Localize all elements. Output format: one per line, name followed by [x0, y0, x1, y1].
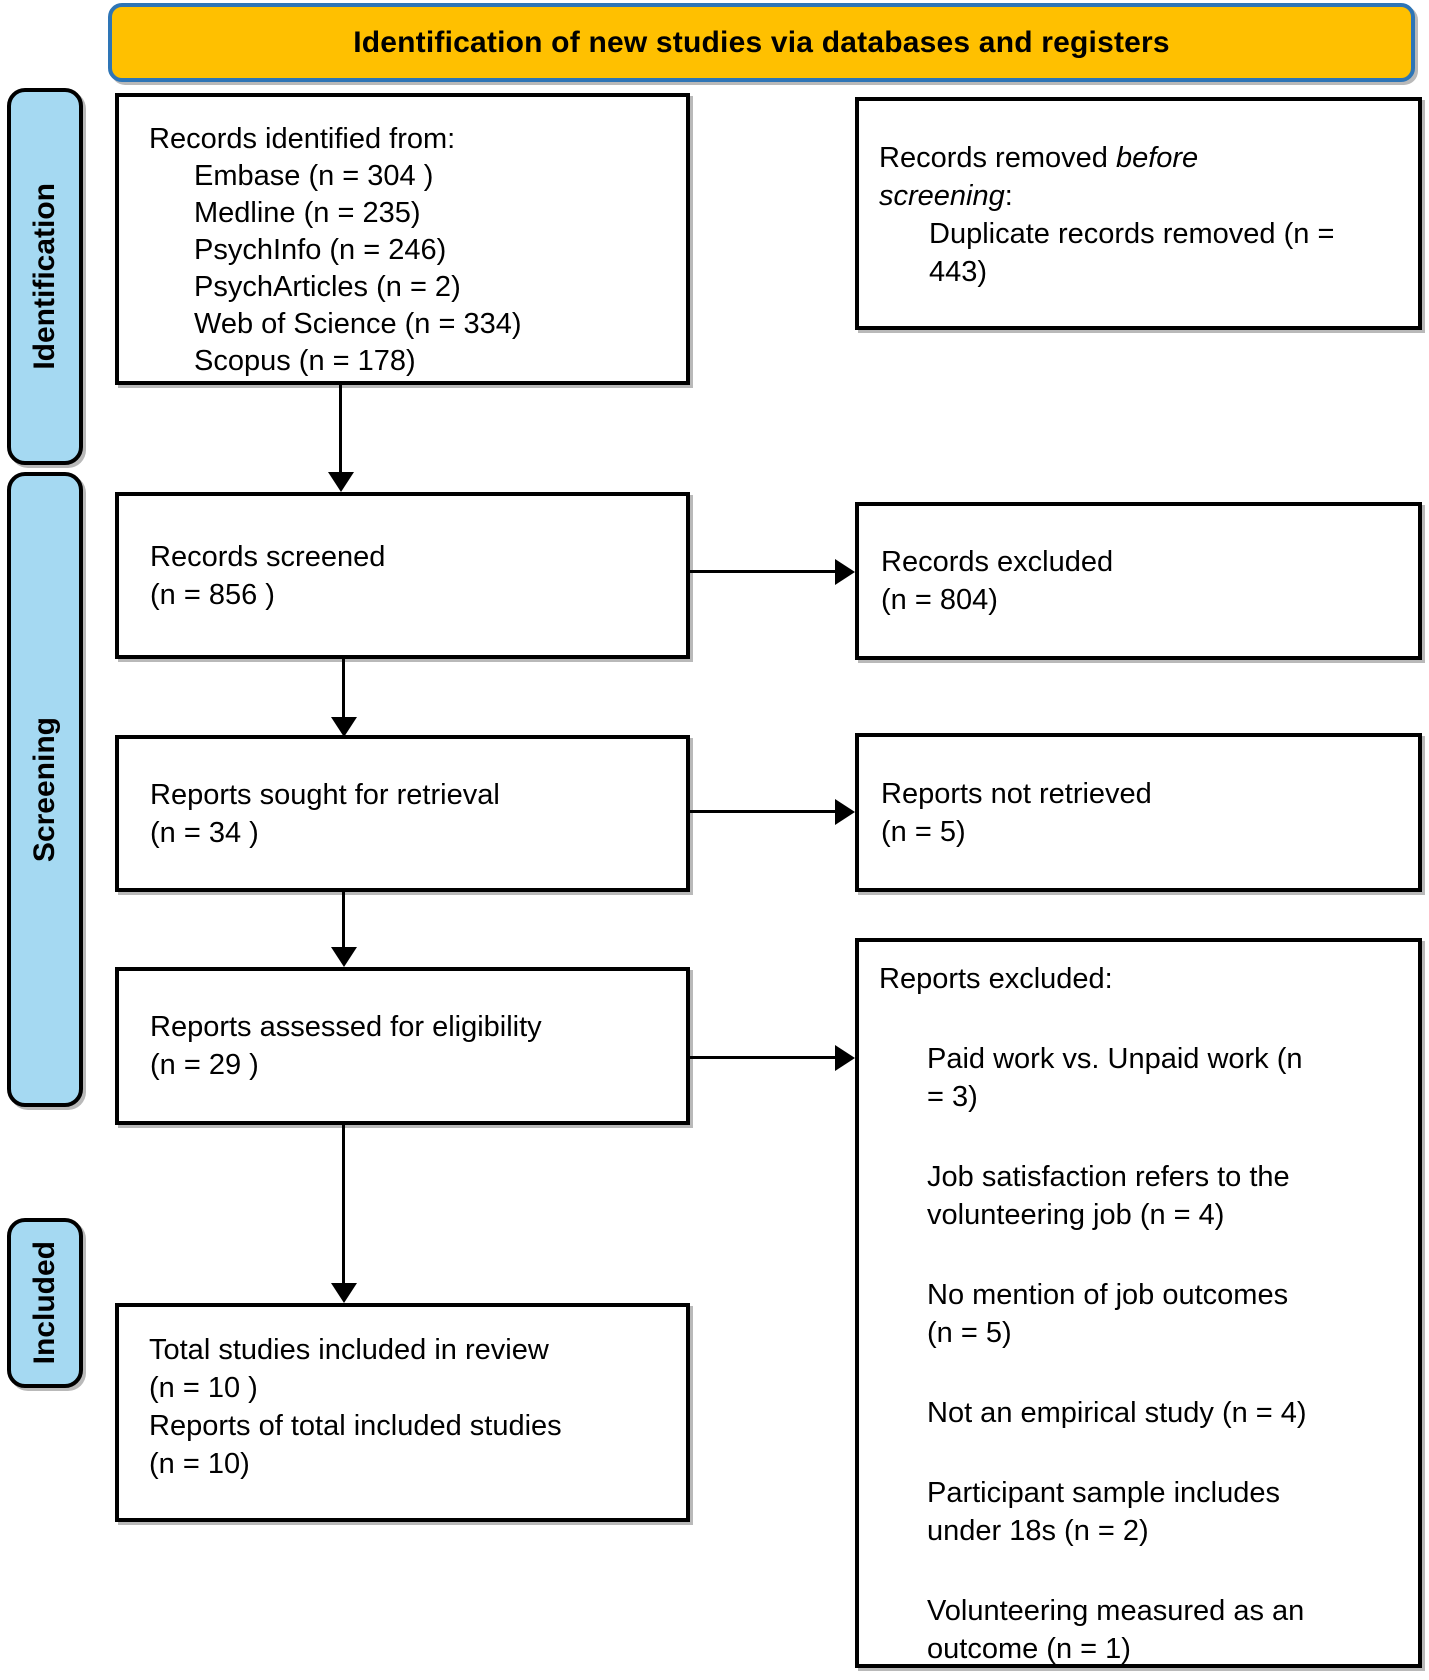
removal-item: Duplicate records removed (n = 443) [929, 218, 1335, 288]
box-line: Records screened [150, 540, 386, 573]
box-heading: Reports excluded: [879, 963, 1113, 995]
exclusion-reason: Not an empirical study (n = 4) [927, 1397, 1307, 1429]
box-reports-excluded: Reports excluded: Paid work vs. Unpaid w… [855, 938, 1422, 1668]
box-line: Reports sought for retrieval [150, 778, 500, 811]
box-count: (n = 856 ) [150, 578, 275, 611]
exclusion-reason: No mention of job outcomes (n = 5) [927, 1279, 1289, 1349]
box-line: Records excluded [881, 546, 1114, 578]
box-records-screened: Records screened (n = 856 ) [115, 492, 690, 659]
exclusion-reason: Job satisfaction refers to the volunteer… [927, 1161, 1290, 1231]
flow-title-banner: Identification of new studies via databa… [108, 3, 1415, 82]
box-count: (n = 5) [881, 815, 966, 848]
arrow-sought-to-not-retrieved [690, 810, 835, 813]
box-reports-assessed: Reports assessed for eligibility (n = 29… [115, 967, 690, 1125]
box-count: (n = 10) [149, 1448, 250, 1480]
box-records-identified: Records identified from: Embase (n = 304… [115, 93, 690, 385]
source-item: Embase (n = 304 ) [194, 160, 434, 192]
box-reports-sought: Reports sought for retrieval (n = 34 ) [115, 735, 690, 892]
box-total-included: Total studies included in review (n = 10… [115, 1303, 690, 1522]
source-item: Scopus (n = 178) [194, 345, 416, 377]
box-reports-not-retrieved: Reports not retrieved (n = 5) [855, 733, 1422, 892]
arrow-sought-to-assessed [342, 892, 345, 947]
arrow-assessed-to-included [342, 1125, 345, 1283]
source-item: PsychInfo (n = 246) [194, 234, 447, 266]
exclusion-reason: Volunteering measured as an outcome (n =… [927, 1595, 1305, 1665]
box-line: Total studies included in review [149, 1334, 549, 1366]
box-count: (n = 804) [881, 584, 998, 616]
source-item: PsychArticles (n = 2) [194, 271, 461, 303]
arrow-assessed-to-reports-excluded [690, 1056, 835, 1059]
stage-label-identification-text: Identification [28, 183, 61, 370]
stage-label-screening: Screening [7, 472, 83, 1107]
italic-text: before [1115, 142, 1199, 174]
arrow-screened-to-excluded [690, 570, 835, 573]
stage-label-screening-text: Screening [28, 716, 61, 863]
box-line: Reports of total included studies [149, 1410, 562, 1442]
box-records-excluded: Records excluded (n = 804) [855, 502, 1422, 660]
box-count: (n = 29 ) [150, 1049, 259, 1081]
exclusion-reason: Participant sample includes under 18s (n… [927, 1477, 1281, 1547]
source-item: Medline (n = 235) [194, 197, 421, 229]
stage-label-included-text: Included [28, 1241, 61, 1365]
flow-title: Identification of new studies via databa… [353, 25, 1170, 59]
box-heading: Records identified from: [149, 123, 456, 155]
italic-text: screening [879, 180, 1005, 212]
exclusion-reason: Paid work vs. Unpaid work (n = 3) [927, 1043, 1303, 1113]
stage-label-included: Included [7, 1218, 83, 1388]
stage-label-identification: Identification [7, 88, 83, 465]
box-count: (n = 10 ) [149, 1372, 258, 1404]
arrow-identified-to-screened [339, 385, 342, 472]
box-line: Reports not retrieved [881, 777, 1152, 810]
source-item: Web of Science (n = 334) [194, 308, 522, 340]
arrow-screened-to-sought [342, 659, 345, 717]
box-line: Reports assessed for eligibility [150, 1011, 542, 1043]
box-count: (n = 34 ) [150, 816, 259, 849]
